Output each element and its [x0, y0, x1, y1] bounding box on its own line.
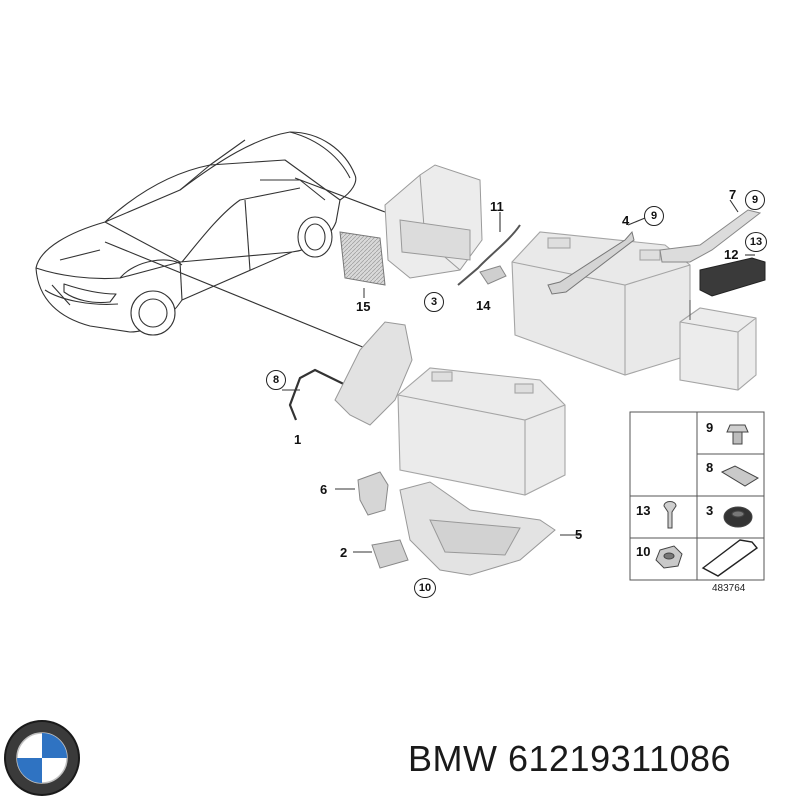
- part-14-terminal: [479, 265, 507, 285]
- legend-icons: [655, 424, 760, 577]
- callout-12: 12: [724, 247, 739, 262]
- part-number-caption: BMW 61219311086: [408, 738, 732, 779]
- battery-tray-upper: [384, 164, 483, 279]
- callout-6: 6: [320, 482, 328, 497]
- bmw-logo: [4, 720, 80, 796]
- callout-15: 15: [356, 299, 371, 314]
- diagram-number: 483764: [712, 583, 746, 594]
- callout-7: 7: [729, 187, 737, 202]
- part-12-module: [699, 257, 766, 297]
- part-15-pad: [339, 231, 386, 286]
- callout-9-strap: 9: [644, 206, 664, 226]
- callout-14: 14: [476, 298, 491, 313]
- callout-1: 1: [294, 432, 302, 447]
- leader-lines: [104, 177, 755, 553]
- callout-3: 3: [424, 292, 444, 312]
- part-6-bracket: [357, 471, 389, 516]
- car-outline: [35, 131, 357, 336]
- part-5-tray: [399, 481, 556, 576]
- callout-4: 4: [622, 213, 630, 228]
- battery-upper: [511, 231, 691, 376]
- callout-5: 5: [575, 527, 583, 542]
- callout-11: 11: [490, 199, 504, 214]
- callout-9-rail: 9: [745, 190, 765, 210]
- legend-num-13: 13: [636, 503, 651, 518]
- part-2-clamp: [371, 539, 409, 569]
- callout-13: 13: [745, 232, 767, 252]
- legend-num-9: 9: [706, 420, 714, 435]
- callout-8: 8: [266, 370, 286, 390]
- bracket-shield: [334, 321, 413, 426]
- part-4-strap: [547, 230, 635, 295]
- part-11-cable: [457, 224, 521, 286]
- part-1-cable: [288, 368, 361, 421]
- legend-num-3: 3: [706, 503, 714, 518]
- battery-aux: [679, 307, 757, 391]
- legend-num-8: 8: [706, 460, 714, 475]
- legend-box: [629, 411, 765, 581]
- battery-lower: [397, 367, 566, 496]
- callout-2: 2: [340, 545, 348, 560]
- part-7-rail: [659, 209, 762, 263]
- callout-10: 10: [414, 578, 436, 598]
- legend-num-10: 10: [636, 544, 651, 559]
